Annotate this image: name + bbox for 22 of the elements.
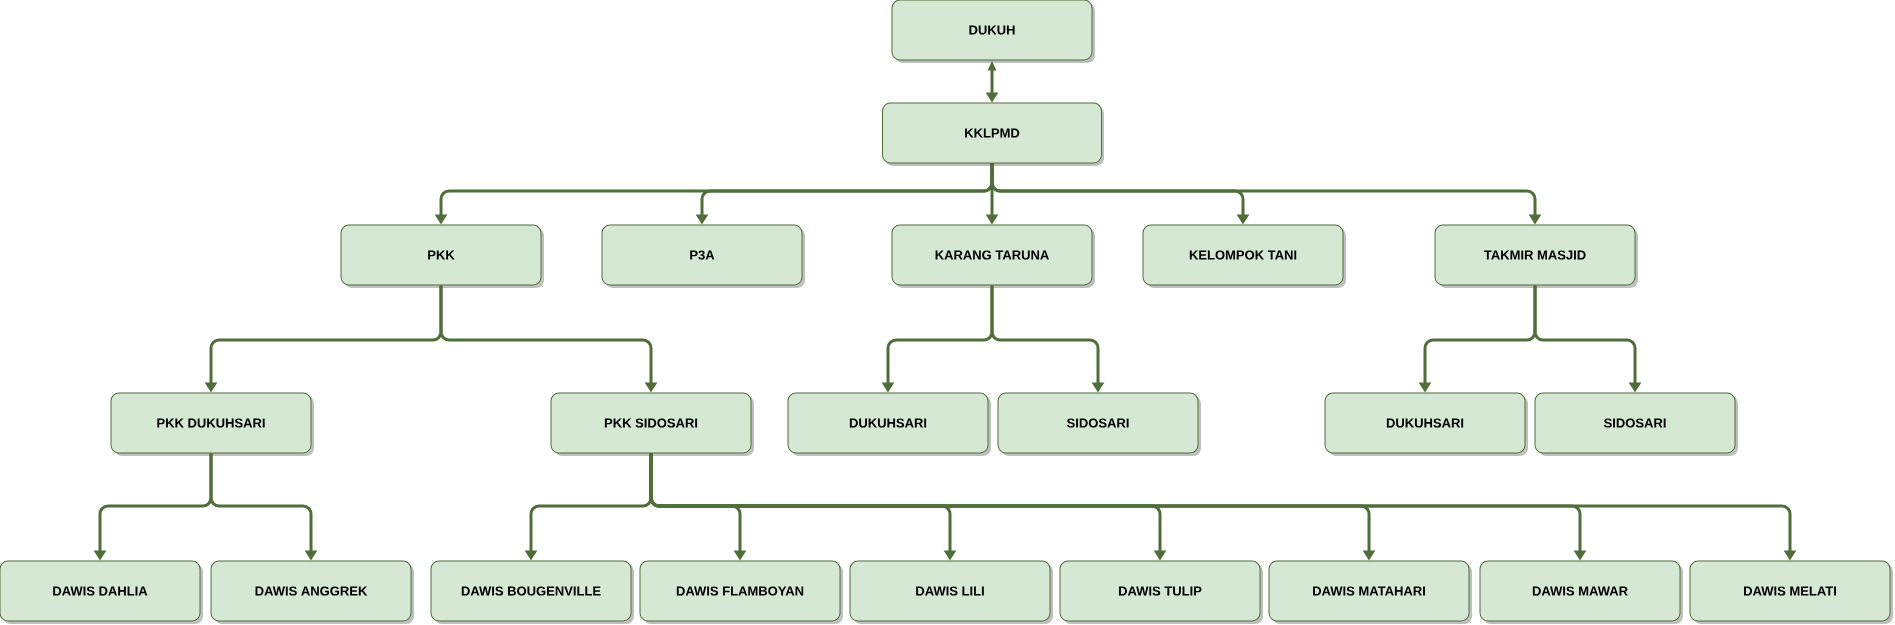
- org-box: TAKMIR MASJID: [1434, 224, 1638, 288]
- org-box: DAWIS MATAHARI: [1268, 560, 1472, 624]
- org-box: PKK: [340, 224, 544, 288]
- org-box: DUKUHSARI: [1324, 392, 1528, 456]
- org-box: DAWIS MAWAR: [1479, 560, 1683, 624]
- org-box: DAWIS LILI: [849, 560, 1053, 624]
- org-box: DUKUHSARI: [787, 392, 991, 456]
- org-box: KARANG TARUNA: [891, 224, 1095, 288]
- org-box: DAWIS MELATI: [1689, 560, 1893, 624]
- org-box: PKK SIDOSARI: [550, 392, 754, 456]
- org-box: SIDOSARI: [997, 392, 1201, 456]
- org-box: SIDOSARI: [1534, 392, 1738, 456]
- org-box: KELOMPOK TANI: [1142, 224, 1346, 288]
- org-box: DAWIS BOUGENVILLE: [430, 560, 634, 624]
- org-box: DAWIS ANGGREK: [210, 560, 414, 624]
- org-box: DUKUH: [891, 0, 1095, 63]
- org-box: KKLPMD: [882, 102, 1104, 166]
- org-box: DAWIS DAHLIA: [0, 560, 203, 624]
- org-box: DAWIS TULIP: [1059, 560, 1263, 624]
- org-box: P3A: [601, 224, 805, 288]
- org-box: PKK DUKUHSARI: [110, 392, 314, 456]
- org-box: DAWIS FLAMBOYAN: [639, 560, 843, 624]
